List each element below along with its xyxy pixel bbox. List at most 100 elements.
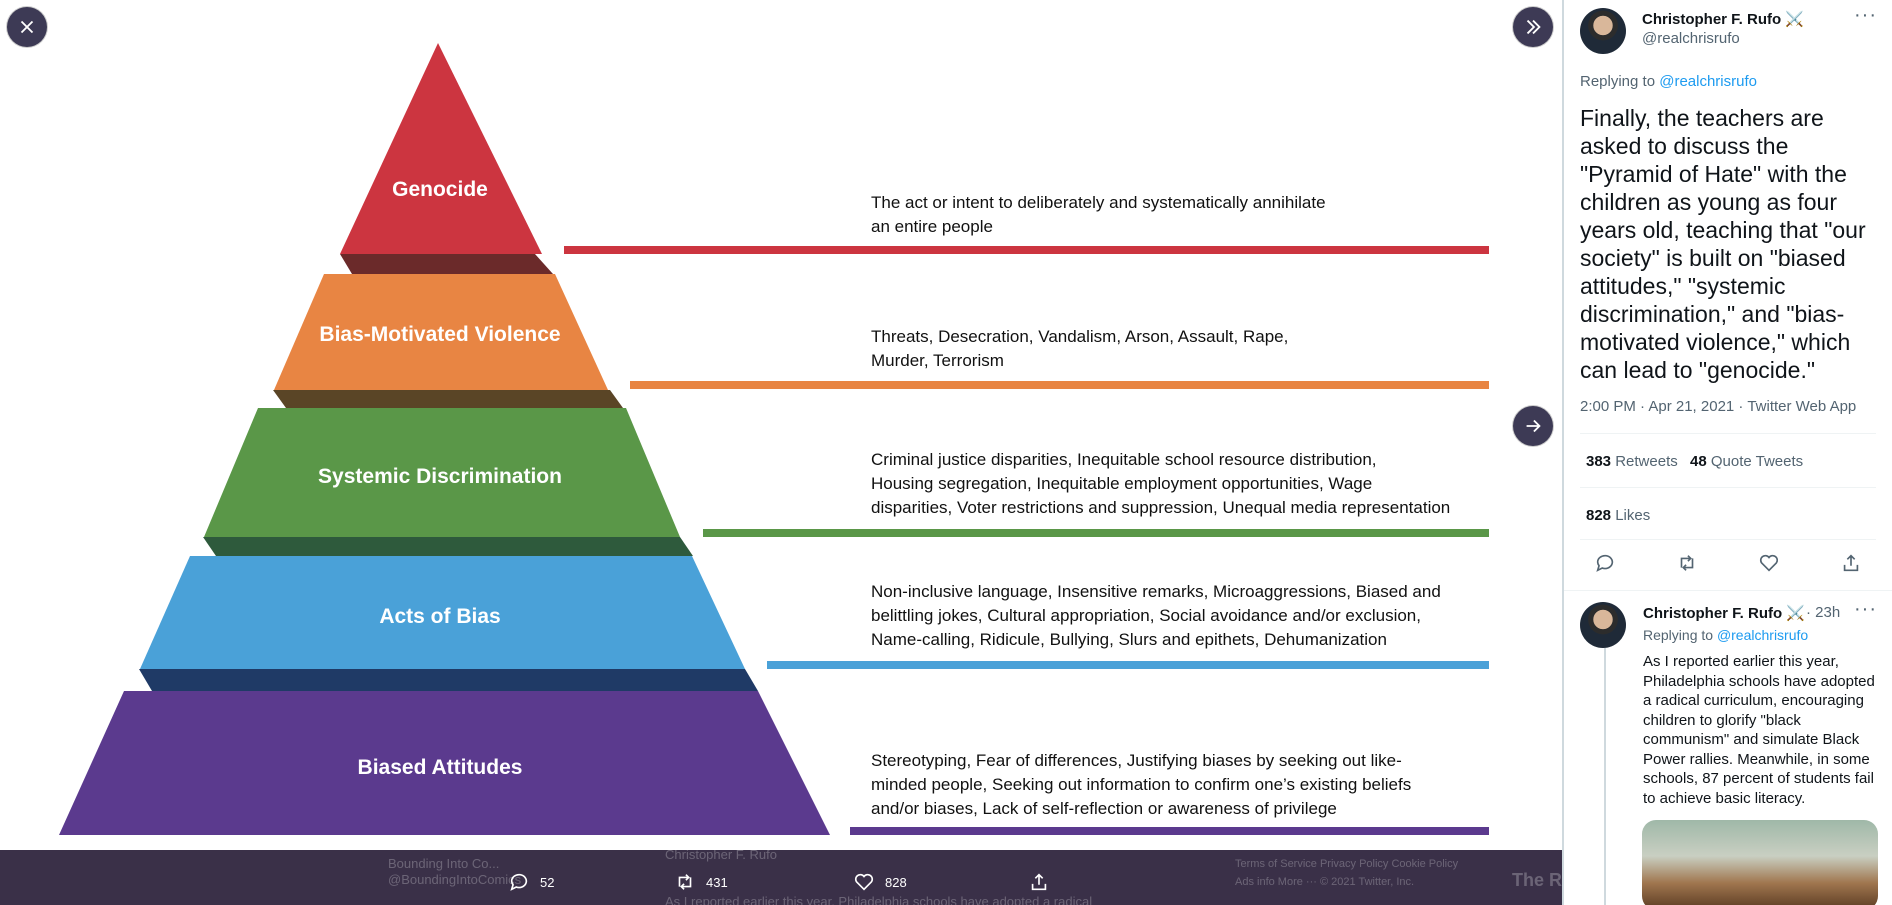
reply-replying-to: Replying to @realchrisrufo — [1643, 627, 1808, 643]
connector-line-acts — [767, 661, 1489, 669]
divider — [1580, 539, 1876, 540]
panel-divider — [1562, 0, 1564, 905]
tweet-panel: Christopher F. Rufo ⚔️ @realchrisrufo ··… — [1564, 0, 1892, 905]
shadow-band — [203, 537, 693, 556]
connector-line-violence — [630, 381, 1489, 389]
backdrop-side: The R — [1512, 870, 1562, 890]
tweet-text: Finally, the teachers are asked to discu… — [1580, 105, 1866, 383]
tweet-timestamp[interactable]: 2:00 PM · Apr 21, 2021 · Twitter Web App — [1580, 398, 1857, 415]
connector-line-attitudes — [850, 827, 1489, 835]
likes-stats[interactable]: 828 Likes — [1586, 507, 1650, 524]
reply-tweet-text: As I reported earlier this year, Philade… — [1643, 653, 1875, 807]
heart-icon — [854, 873, 874, 891]
reply-icon[interactable] — [1594, 552, 1616, 574]
backdrop-author: Christopher F. Rufo — [665, 847, 777, 862]
reply-time[interactable]: · 23h — [1806, 604, 1841, 621]
author-handle[interactable]: @realchrisrufo — [1642, 30, 1740, 47]
level-label-acts: Acts of Bias — [379, 605, 501, 628]
viewer-reply-button[interactable]: 52 — [508, 862, 554, 902]
description-line: and/or biases, Lack of self-reflection o… — [871, 799, 1337, 818]
viewer-retweet-button[interactable]: 431 — [674, 862, 728, 902]
collapse-panel-button[interactable] — [1513, 7, 1553, 47]
thread-line — [1604, 648, 1606, 905]
quotes-label: Quote Tweets — [1710, 453, 1804, 470]
retweets-label: Retweets — [1615, 453, 1678, 470]
description-line: Non-inclusive language, Insensitive rema… — [871, 582, 1441, 601]
reply-icon — [510, 873, 528, 891]
divider — [1580, 433, 1876, 434]
replying-to-link[interactable]: @realchrisrufo — [1659, 73, 1757, 90]
close-icon — [20, 20, 34, 34]
share-icon — [1031, 873, 1047, 891]
avatar[interactable] — [1580, 602, 1626, 648]
tweet-photo[interactable] — [1642, 820, 1878, 905]
retweets-count: 383 — [1586, 453, 1612, 470]
description-line: Threats, Desecration, Vandalism, Arson, … — [871, 327, 1289, 346]
backdrop-timeline: Bounding Into Co... @BoundingIntoComics … — [0, 847, 1562, 905]
level-description-attitudes: Stereotyping, Fear of differences, Justi… — [871, 749, 1491, 821]
level-description-genocide: The act or intent to deliberately and sy… — [871, 191, 1491, 239]
double-chevron-right-icon — [1526, 19, 1541, 35]
reply-count: 52 — [540, 874, 555, 890]
author-name[interactable]: Christopher F. Rufo ⚔️ — [1642, 11, 1805, 28]
viewer-share-button[interactable] — [1028, 862, 1060, 902]
backdrop-footer: Terms of Service Privacy Policy Cookie P… — [1235, 858, 1459, 870]
pyramid-level-violence — [274, 274, 608, 390]
share-icon[interactable] — [1840, 552, 1862, 574]
pyramid-level-discrimination — [204, 408, 680, 537]
level-label-discrimination: Systemic Discrimination — [318, 465, 562, 488]
quotes-count: 48 — [1690, 453, 1707, 470]
replying-to: Replying to @realchrisrufo — [1580, 73, 1757, 90]
reply-author-name[interactable]: Christopher F. Rufo ⚔️ — [1643, 605, 1806, 622]
likes-count: 828 — [1586, 507, 1612, 524]
description-line: Name-calling, Ridicule, Bullying, Slurs … — [871, 630, 1387, 649]
replying-to-link[interactable]: @realchrisrufo — [1716, 627, 1809, 643]
avatar[interactable] — [1580, 8, 1626, 54]
description-line: Housing segregation, Inequitable employm… — [871, 474, 1373, 493]
next-image-button[interactable] — [1513, 406, 1553, 446]
arrow-right-icon — [1526, 419, 1541, 433]
divider — [1564, 590, 1892, 591]
replying-to-label: Replying to — [1643, 627, 1714, 643]
level-label-violence: Bias-Motivated Violence — [319, 323, 561, 346]
like-count: 828 — [885, 874, 907, 890]
description-line: an entire people — [871, 217, 993, 236]
retweet-icon[interactable] — [1676, 552, 1698, 574]
retweet-count: 431 — [706, 874, 728, 890]
description-line: disparities, Voter restrictions and supp… — [871, 498, 1451, 517]
level-label-genocide: Genocide — [392, 178, 488, 201]
backdrop-snippet: As I reported earlier this year, Philade… — [665, 894, 1093, 905]
description-line: Stereotyping, Fear of differences, Justi… — [871, 751, 1402, 770]
quote-stats[interactable]: 48 Quote Tweets — [1690, 453, 1803, 470]
pyramid-graphic — [59, 43, 1489, 835]
retweet-stats[interactable]: 383 Retweets — [1586, 453, 1678, 470]
description-line: minded people, Seeking out information t… — [871, 775, 1412, 794]
level-description-discrimination: Criminal justice disparities, Inequitabl… — [871, 448, 1491, 520]
shadow-band — [340, 254, 553, 274]
description-line: belittling jokes, Cultural appropriation… — [871, 606, 1421, 625]
pyramid-level-acts — [140, 556, 745, 669]
viewer-like-button[interactable]: 828 — [853, 862, 907, 902]
backdrop-handle: @BoundingIntoComics — [388, 872, 522, 887]
heart-icon[interactable] — [1758, 552, 1780, 574]
description-line: The act or intent to deliberately and sy… — [871, 193, 1326, 212]
more-options-icon[interactable]: ··· — [1854, 4, 1877, 26]
backdrop-footer-2: Ads info More ··· © 2021 Twitter, Inc. — [1235, 876, 1415, 888]
more-options-icon[interactable]: ··· — [1854, 598, 1877, 620]
pyramid-level-genocide — [340, 43, 542, 254]
description-line: Murder, Terrorism — [871, 351, 1004, 370]
connector-line-discrimination — [703, 529, 1489, 537]
pyramid-level-attitudes — [59, 691, 830, 835]
close-button[interactable] — [7, 7, 47, 47]
replying-to-label: Replying to — [1580, 73, 1656, 90]
media-viewer: Bounding Into Co... @BoundingIntoComics … — [0, 7, 1562, 905]
tweet-actions — [1564, 552, 1892, 574]
level-description-violence: Threats, Desecration, Vandalism, Arson, … — [871, 325, 1491, 373]
level-label-attitudes: Biased Attitudes — [357, 756, 523, 779]
shadow-band — [139, 669, 758, 691]
retweet-icon — [678, 874, 692, 890]
level-description-acts: Non-inclusive language, Insensitive rema… — [871, 580, 1491, 652]
connector-line-genocide — [564, 246, 1489, 254]
likes-label: Likes — [1615, 507, 1651, 524]
divider — [1580, 487, 1876, 488]
